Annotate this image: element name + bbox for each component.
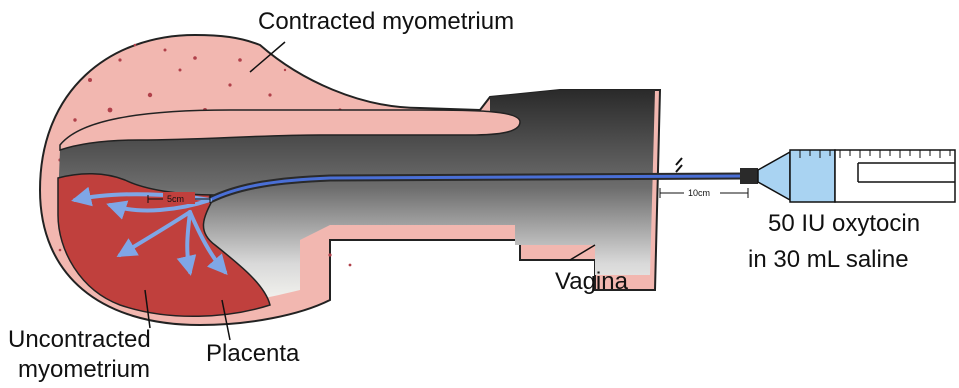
label-uncontracted-line1: Uncontracted — [8, 326, 151, 354]
label-uncontracted-line2: myometrium — [18, 356, 150, 384]
label-placenta: Placenta — [206, 340, 299, 368]
catheter-clamp — [676, 158, 682, 172]
label-oxytocin-line2: in 30 mL saline — [748, 246, 909, 274]
syringe — [740, 150, 955, 202]
measure-10cm-label: 10cm — [688, 188, 710, 198]
label-contracted-myometrium: Contracted myometrium — [258, 8, 514, 36]
measure-5cm-label: 5cm — [167, 194, 184, 204]
label-oxytocin-line1: 50 IU oxytocin — [768, 210, 920, 238]
label-vagina: Vagina — [555, 268, 628, 296]
